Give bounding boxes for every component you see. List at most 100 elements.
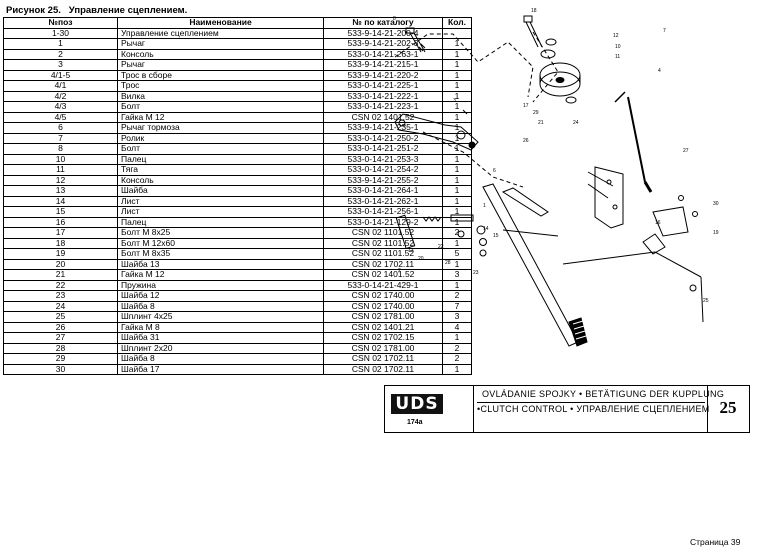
callout-label: 30 [713, 201, 719, 207]
title-block-line-2: •CLUTCH CONTROL • УПРАВЛЕНИЕ СЦЕПЛЕНИЕМ [477, 404, 710, 414]
cell-position: 18 [3, 237, 118, 249]
page-number: Страница 39 [690, 537, 741, 547]
cell-name: Шайба 12 [117, 290, 324, 302]
title-block: UDS 174а OVLÁDANIE SPOJKY • BETÄTIGUNG D… [384, 385, 750, 433]
callout-label: 29 [533, 110, 539, 116]
cell-quantity: 1 [442, 363, 472, 375]
cell-name: Вилка [117, 90, 324, 102]
title-block-rule [477, 402, 705, 403]
figure-number-box: 25 [707, 386, 749, 432]
cell-quantity: 1 [442, 216, 472, 228]
cell-position: 10 [3, 153, 118, 165]
spring-part [395, 214, 487, 257]
logo-subtitle: 174а [407, 419, 423, 426]
cell-position: 13 [3, 185, 118, 197]
cell-position: 14 [3, 195, 118, 207]
callout-label: 18 [531, 8, 537, 14]
cell-position: 4/3 [3, 101, 118, 113]
cell-name: Палец [117, 153, 324, 165]
cell-name: Гайка М 12 [117, 111, 324, 123]
cell-position: 4/5 [3, 111, 118, 123]
cell-name: Трос [117, 80, 324, 92]
callout-label: 20 [418, 256, 424, 262]
cell-position: 2 [3, 48, 118, 60]
callout-label: 22 [438, 244, 444, 250]
cell-position: 22 [3, 279, 118, 291]
callout-label: 8 [393, 16, 396, 22]
cell-name: Ролик [117, 132, 324, 144]
cell-name: Рычаг [117, 38, 324, 50]
callout-label: 1 [483, 203, 486, 209]
cell-name: Рычаг [117, 59, 324, 71]
bolt-part-top [523, 15, 543, 48]
callout-label: 24 [573, 120, 579, 126]
cell-quantity: 1 [442, 237, 472, 249]
table-header-row: №поз Наименование № по каталогу Кол. [3, 17, 472, 29]
callout-label: 10 [615, 44, 621, 50]
cell-position: 7 [3, 132, 118, 144]
header-name: Наименование [117, 17, 324, 29]
callout-label: 25 [703, 298, 709, 304]
callout-label: 6 [493, 168, 496, 174]
cell-position: 1 [3, 38, 118, 50]
pedal-lever-part [482, 183, 588, 347]
rod-part [562, 195, 704, 323]
cell-name: Шайба 8 [117, 300, 324, 312]
console-part [587, 166, 624, 229]
title-block-line-1: OVLÁDANIE SPOJKY • BETÄTIGUNG DER KUPPLU… [482, 389, 725, 399]
cell-name: Болт М 8x25 [117, 227, 324, 239]
cell-name: Болт [117, 101, 324, 113]
lever-part [394, 109, 479, 151]
cell-position: 16 [3, 216, 118, 228]
cell-position: 4/2 [3, 90, 118, 102]
callout-label: 12 [613, 33, 619, 39]
callout-label: 26 [523, 138, 529, 144]
callout-label: 13 [408, 248, 414, 254]
cell-position: 27 [3, 332, 118, 344]
cell-quantity: 2 [442, 227, 472, 239]
callout-label: 27 [683, 148, 689, 154]
callout-label: 2 [398, 268, 401, 274]
callout-label: 14 [483, 226, 489, 232]
cell-name: Шайба 8 [117, 353, 324, 365]
cell-position: 26 [3, 321, 118, 333]
cell-position: 4/1 [3, 80, 118, 92]
cell-name: Гайка М 12 [117, 269, 324, 281]
cell-quantity: 1 [442, 185, 472, 197]
cell-position: 21 [3, 269, 118, 281]
cell-position: 8 [3, 143, 118, 155]
cell-position: 28 [3, 342, 118, 354]
figure-title: Рисунок 25. Управление сцеплением. [6, 5, 188, 16]
cell-name: Шайба 31 [117, 332, 324, 344]
cell-position: 12 [3, 174, 118, 186]
cell-name: Шайба [117, 185, 324, 197]
callout-label: 23 [473, 270, 479, 276]
header-position: №поз [3, 17, 118, 29]
cell-name: Лист [117, 206, 324, 218]
callout-label: 21 [538, 120, 544, 126]
callout-label: 28 [445, 260, 451, 266]
cell-position: 25 [3, 311, 118, 323]
callout-label: 19 [713, 230, 719, 236]
cell-position: 30 [3, 363, 118, 375]
cell-name: Шплинт 2x20 [117, 342, 324, 354]
cell-name: Лист [117, 195, 324, 207]
cell-name: Болт [117, 143, 324, 155]
cell-name: Трос в сборе [117, 69, 324, 81]
cell-name: Гайка М 8 [117, 321, 324, 333]
cable-part [614, 91, 653, 193]
callout-label: 7 [663, 28, 666, 34]
figure-number: 25 [719, 398, 737, 417]
cell-quantity: 1 [442, 153, 472, 165]
uds-logo: UDS [391, 394, 443, 414]
cell-position: 23 [3, 290, 118, 302]
